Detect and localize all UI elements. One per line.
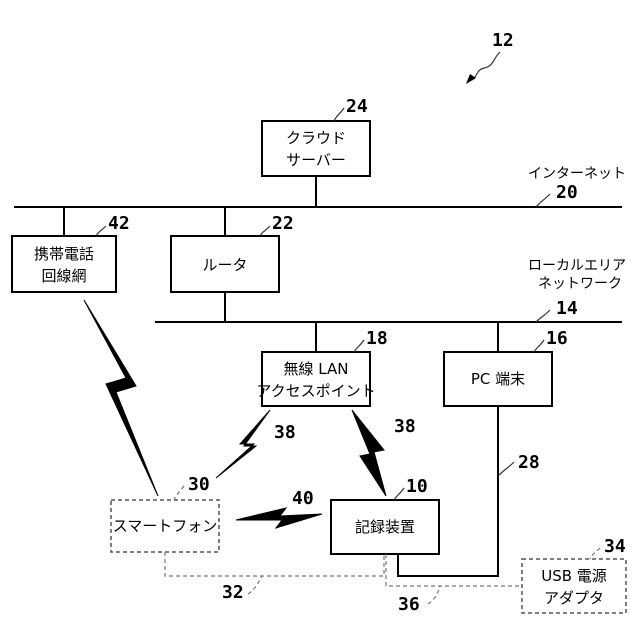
recorder-power-ref: 36 [398,594,420,615]
internet-ref: 20 [556,182,578,203]
recording-device-ref-leader [394,488,404,500]
lan-ref-leader [536,310,550,322]
usb-adapter-ref: 34 [604,536,626,557]
router-label: ルータ [202,256,247,274]
mobile-to-smartphone-wireless [84,300,158,496]
router-ref-leader [260,226,270,236]
figure-ref: 12 [492,30,514,51]
ap-to-recorder-ref: 38 [394,416,416,437]
smartphone-ref: 30 [188,474,210,495]
mobile-network-ref: 42 [108,213,130,234]
smartphone-label: スマートフォン [113,517,218,535]
recording-device-label: 記録装置 [355,518,415,536]
usb-adapter-label-line2: アダプタ [544,589,604,607]
usb-adapter-ref-leader [590,548,600,559]
internet-ref-leader [536,194,550,207]
lan-label-line2: ネットワーク [538,276,622,292]
router-ref: 22 [272,213,294,234]
pc-terminal-ref-leader [534,340,544,352]
smartphone-ref-leader [174,486,184,500]
recorder-power-cable [386,554,522,586]
pc-recorder-cable-ref-leader [498,462,514,476]
cloud-server-label-line2: サーバー [286,151,346,169]
smartphone-power-cable [165,552,384,576]
access-point-ref: 18 [366,328,388,349]
cloud-server-label-line1: クラウド [286,129,346,147]
ap-to-smartphone-wireless [216,410,270,478]
recording-device-ref: 10 [406,476,428,497]
internet-label: インターネット [528,166,626,182]
figure-ref-arrow [472,52,500,80]
lan-ref: 14 [556,298,578,319]
pc-recorder-cable-ref: 28 [518,452,540,473]
access-point-ref-leader [354,340,364,352]
smartphone-power-ref: 32 [222,582,244,603]
usb-adapter-label-line1: USB 電源 [541,567,607,585]
lan-label-line1: ローカルエリア [528,258,626,274]
ap-to-recorder-wireless [352,410,386,496]
smartphone-power-ref-leader [248,576,262,594]
mobile-network-label-line1: 携帯電話 [34,245,94,263]
mobile-network-label-line2: 回線網 [41,267,86,285]
recorder-power-ref-leader [428,586,440,604]
access-point-label-line1: 無線 LAN [284,360,349,378]
pc-terminal-label: PC 端末 [471,370,525,388]
smartphone-to-recorder-wireless [236,508,322,528]
ap-to-smartphone-ref: 38 [274,422,296,443]
cloud-server-ref: 24 [346,96,368,117]
cloud-server-ref-leader [334,108,344,121]
pc-terminal-ref: 16 [546,328,568,349]
mobile-network-ref-leader [96,226,106,236]
smartphone-to-recorder-ref: 40 [292,488,314,509]
access-point-label-line2: アクセスポイント [256,382,375,400]
figure-ref-arrowhead [466,74,476,84]
